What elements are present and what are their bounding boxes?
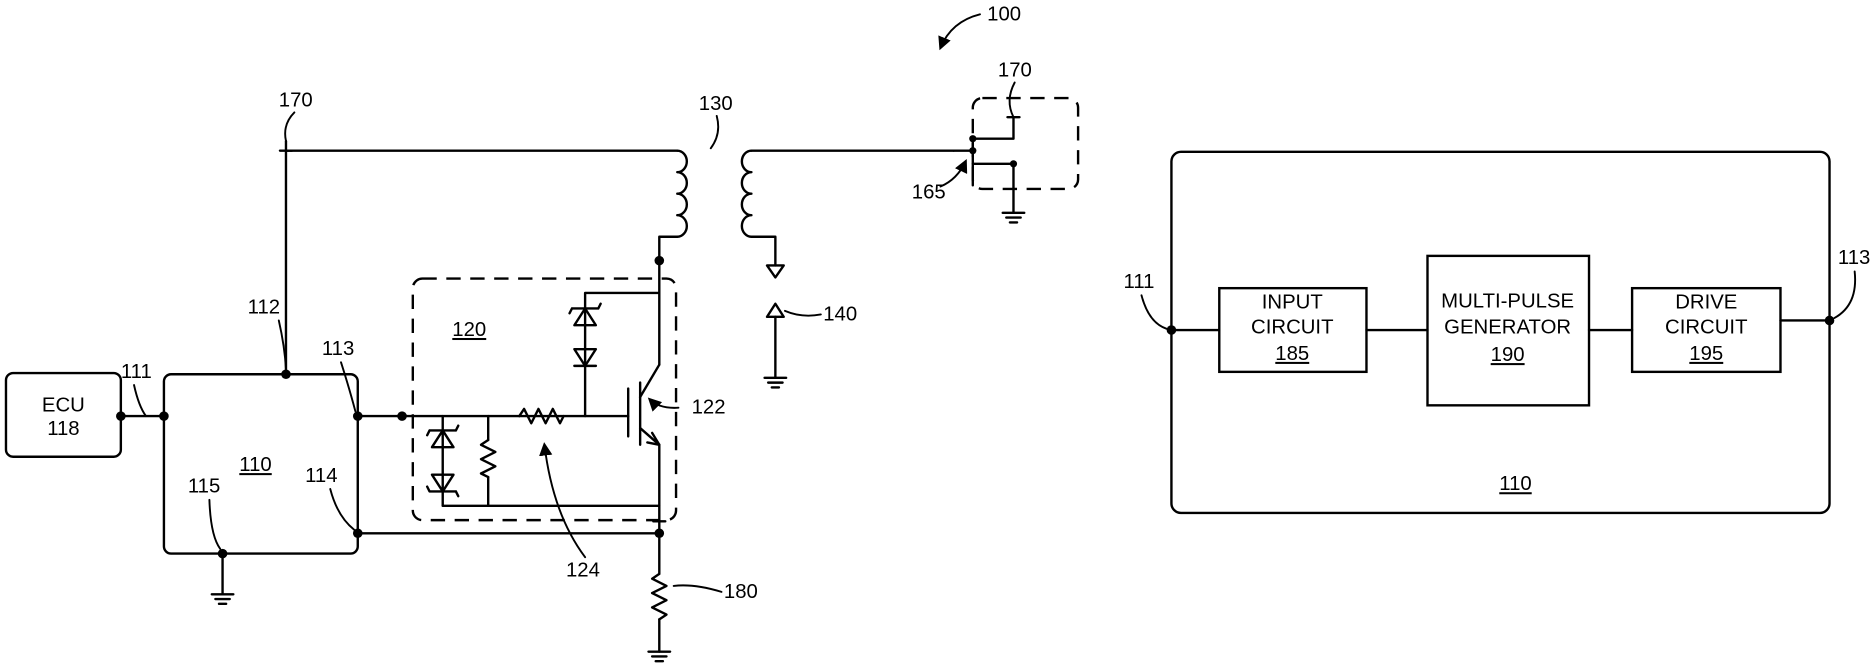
- ref-140: 140: [823, 303, 857, 325]
- ref-113-right: 113: [1838, 247, 1870, 269]
- multi-pulse-line2: GENERATOR: [1444, 317, 1571, 339]
- input-circuit-line2: CIRCUIT: [1251, 317, 1333, 339]
- ref-122: 122: [692, 397, 726, 419]
- ref-124: 124: [566, 559, 600, 581]
- input-circuit-ref: 185: [1275, 343, 1309, 365]
- multi-pulse-generator-block: MULTI-PULSE GENERATOR 190: [1427, 256, 1589, 405]
- ref-111-right: 111: [1124, 271, 1155, 293]
- input-circuit-block: INPUT CIRCUIT 185: [1219, 288, 1366, 372]
- ecu-block: ECU 118: [6, 373, 121, 457]
- ref-165: 165: [912, 181, 946, 203]
- drive-circuit-block: DRIVE CIRCUIT 195: [1632, 288, 1780, 372]
- spark-plug-170: [954, 98, 1078, 222]
- ecu-label: ECU: [42, 394, 85, 416]
- ref-100-arrow: [940, 14, 979, 47]
- input-circuit-line1: INPUT: [1262, 291, 1323, 313]
- multi-pulse-line1: MULTI-PULSE: [1441, 290, 1574, 312]
- drive-circuit-line2: CIRCUIT: [1665, 317, 1747, 339]
- ref-113-left: 113: [322, 338, 354, 360]
- ref-111-left: 111: [121, 361, 152, 383]
- multi-pulse-ref: 190: [1491, 344, 1525, 366]
- ref-112: 112: [248, 296, 280, 318]
- ref-170-right: 170: [998, 60, 1032, 82]
- junction-dots: [116, 135, 1017, 558]
- ref-170-left: 170: [279, 89, 313, 111]
- ref-110-right: 110: [1499, 473, 1531, 495]
- ref-120: 120: [452, 319, 486, 341]
- ref-130: 130: [699, 93, 733, 115]
- ref-115: 115: [188, 476, 220, 498]
- ref-180: 180: [724, 581, 758, 603]
- drive-circuit-ref: 195: [1689, 343, 1723, 365]
- ref-114: 114: [305, 465, 337, 487]
- ref-110-left: 110: [239, 454, 271, 476]
- ecu-ref: 118: [47, 418, 79, 440]
- ref-100: 100: [987, 3, 1021, 25]
- wiring: [121, 141, 954, 661]
- drive-circuit-line1: DRIVE: [1675, 291, 1737, 313]
- ignition-module-120: [413, 279, 676, 521]
